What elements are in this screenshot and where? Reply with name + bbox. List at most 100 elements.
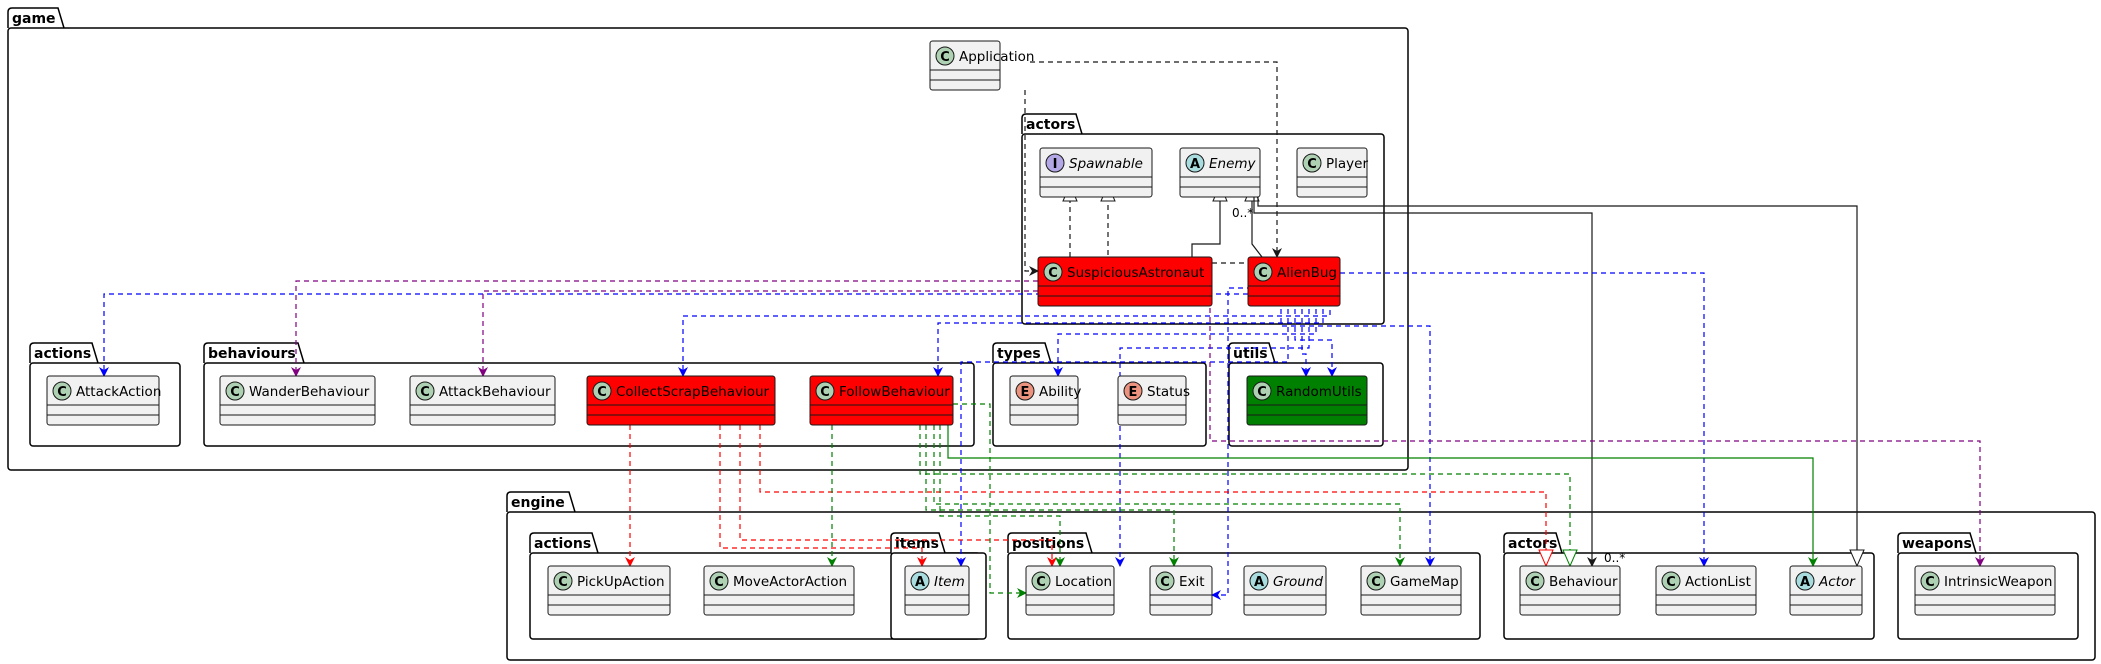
class-name: Exit — [1179, 574, 1205, 590]
class-location[interactable]: C Location — [1025, 565, 1115, 616]
svg-text:C: C — [940, 50, 950, 65]
stereotype-c-icon: C — [1525, 571, 1545, 591]
class-name: FollowBehaviour — [839, 384, 950, 400]
svg-text:C: C — [1048, 266, 1058, 281]
relationship-edge — [939, 425, 1065, 567]
stereotype-c-icon: C — [1043, 262, 1063, 282]
svg-text:I: I — [1053, 157, 1058, 172]
package-label: types — [997, 346, 1041, 362]
stereotype-c-icon: C — [1253, 262, 1273, 282]
stereotype-c-icon: C — [1366, 571, 1386, 591]
relationship-edge — [919, 425, 1570, 566]
svg-text:C: C — [1257, 385, 1267, 400]
class-suspicious-astronaut[interactable]: C SuspiciousAstronaut — [1037, 256, 1213, 307]
class-follow-behaviour[interactable]: C FollowBehaviour — [809, 375, 954, 426]
relationship-edge — [739, 425, 1057, 567]
package-label: items — [895, 536, 939, 552]
class-random-utils[interactable]: C RandomUtils — [1246, 375, 1368, 426]
svg-text:E: E — [1021, 385, 1030, 400]
stereotype-c-icon: C — [553, 571, 573, 591]
package-label: actions — [34, 346, 91, 362]
class-name: RandomUtils — [1276, 384, 1362, 400]
relationship-edge — [478, 290, 1038, 377]
relationship-edge — [1252, 185, 1263, 258]
svg-text:C: C — [1530, 575, 1540, 590]
class-action-list[interactable]: C ActionList — [1655, 565, 1757, 616]
stereotype-c-icon: C — [52, 381, 72, 401]
svg-text:C: C — [1036, 575, 1046, 590]
stereotype-a-icon: A — [1185, 153, 1205, 173]
stereotype-a-icon: A — [910, 571, 930, 591]
class-name: AttackBehaviour — [439, 384, 551, 400]
relationship-edge — [1191, 185, 1220, 257]
labels-layer: 0..*0..* — [1232, 206, 1625, 565]
class-attack-behaviour[interactable]: C AttackBehaviour — [409, 375, 556, 426]
class-name: Application — [959, 49, 1034, 65]
package-label: positions — [1012, 536, 1084, 552]
class-name: GameMap — [1390, 574, 1459, 590]
class-exit[interactable]: C Exit — [1149, 565, 1213, 616]
stereotype-c-icon: C — [935, 46, 955, 66]
relationship-edge — [947, 425, 1818, 567]
stereotype-c-icon: C — [1252, 381, 1272, 401]
class-name: AlienBug — [1277, 265, 1337, 281]
svg-text:A: A — [1190, 157, 1200, 172]
class-name: WanderBehaviour — [249, 384, 370, 400]
package-label: actors — [1026, 117, 1075, 133]
package-label: actions — [534, 536, 591, 552]
class-behaviour[interactable]: C Behaviour — [1519, 565, 1621, 616]
svg-text:C: C — [820, 385, 830, 400]
package-label: behaviours — [208, 346, 296, 362]
relationship-edge — [759, 425, 1546, 566]
class-name: MoveActorAction — [733, 574, 847, 590]
svg-text:C: C — [1666, 575, 1676, 590]
class-name: ActionList — [1685, 574, 1751, 590]
relationship-edge — [1280, 300, 1435, 567]
svg-text:C: C — [420, 385, 430, 400]
class-name: Actor — [1818, 574, 1856, 590]
relationship-edge — [933, 425, 1405, 567]
relationship-edge — [1257, 192, 1857, 566]
relationship-edge — [719, 425, 927, 567]
svg-text:C: C — [230, 385, 240, 400]
relationship-edge — [933, 300, 1324, 377]
relationship-edge — [1030, 61, 1282, 258]
relationship-edge — [291, 280, 1038, 377]
class-application[interactable]: C Application — [929, 40, 1034, 91]
class-name: Location — [1055, 574, 1112, 590]
multiplicity-label: 0..* — [1604, 551, 1625, 565]
class-name: SuspiciousAstronaut — [1067, 265, 1204, 281]
class-wander-behaviour[interactable]: C WanderBehaviour — [219, 375, 376, 426]
stereotype-e-icon: E — [1015, 381, 1035, 401]
relationship-edge — [925, 425, 1179, 567]
package-label: engine — [511, 495, 565, 511]
svg-text:C: C — [1160, 575, 1170, 590]
class-name: Behaviour — [1549, 574, 1618, 590]
svg-text:A: A — [915, 575, 925, 590]
svg-text:C: C — [1307, 157, 1317, 172]
relationship-edge — [1301, 300, 1311, 377]
class-name: Ground — [1273, 574, 1323, 590]
relationship-edge — [1024, 90, 1039, 276]
stereotype-c-icon: C — [1302, 153, 1322, 173]
relationship-edge — [953, 403, 1027, 598]
relationship-edge — [1053, 300, 1317, 377]
svg-text:C: C — [1925, 575, 1935, 590]
